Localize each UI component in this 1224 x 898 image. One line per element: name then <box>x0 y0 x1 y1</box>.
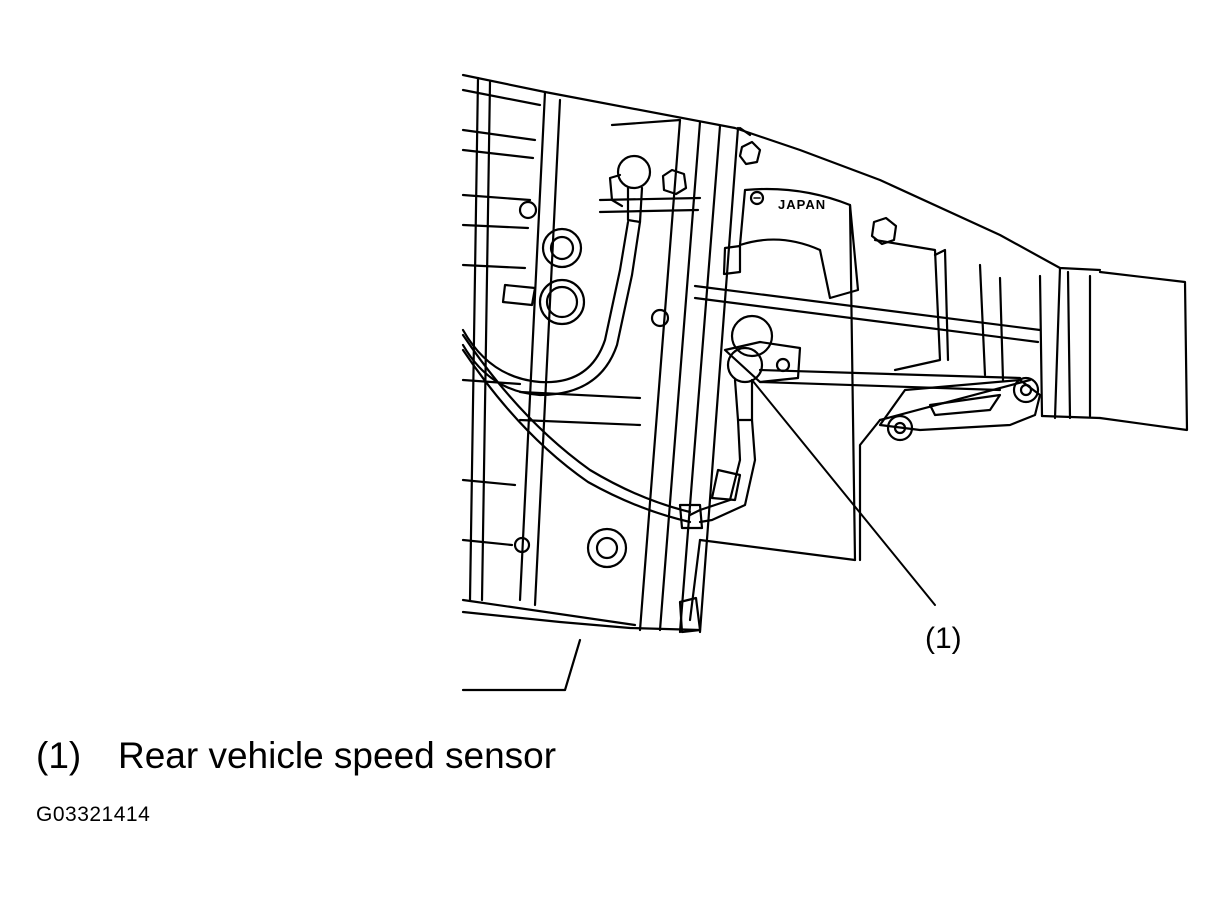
callout-leader-line <box>751 379 936 606</box>
callout-number: (1) <box>925 622 962 655</box>
japan-stamp: JAPAN <box>749 190 826 212</box>
extension-case <box>688 187 1032 622</box>
tail-shaft <box>1038 266 1189 432</box>
legend-number: (1) <box>36 735 82 776</box>
mount-bracket <box>878 376 1042 442</box>
rear-speed-sensor <box>688 314 802 524</box>
transmission-illustration: JAPAN (1) <box>461 73 1189 692</box>
legend: (1) Rear vehicle speed sensor <box>36 734 556 778</box>
transmission-housing <box>461 73 1102 692</box>
figure-id: G03321414 <box>36 803 151 826</box>
legend-label: Rear vehicle speed sensor <box>118 735 557 776</box>
front-sensor-harness <box>461 154 652 397</box>
case-bolts <box>513 140 898 634</box>
center-flange <box>598 118 740 634</box>
brace-rod <box>693 284 1042 392</box>
rear-sensor-harness <box>461 333 704 530</box>
case-ribs <box>461 76 642 607</box>
stamp-text: JAPAN <box>778 197 826 212</box>
